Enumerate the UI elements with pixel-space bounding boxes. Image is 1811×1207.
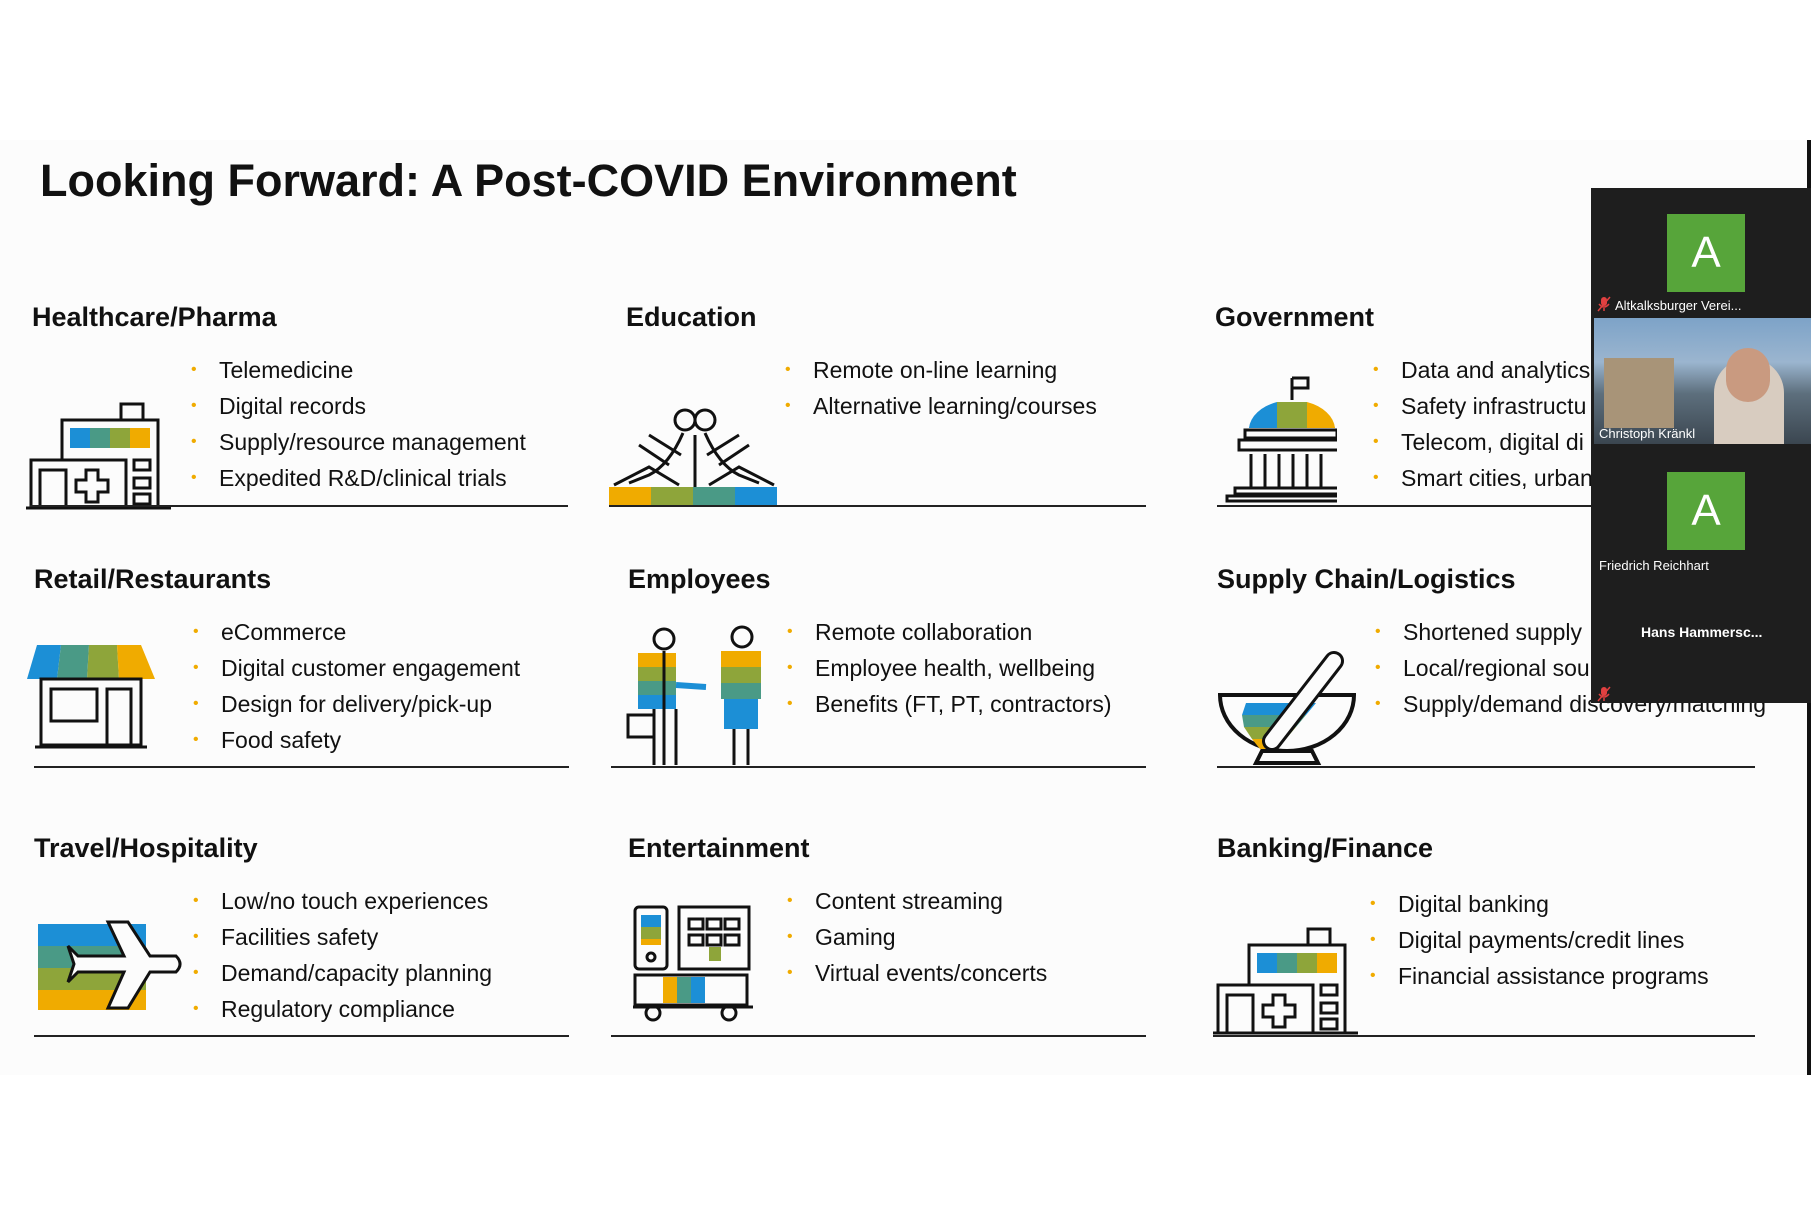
- section-title: Retail/Restaurants: [34, 564, 272, 594]
- building-silhouette: [1604, 358, 1674, 428]
- list-item: Digital customer engagement: [193, 650, 520, 686]
- section-title: Healthcare/Pharma: [32, 302, 277, 332]
- hospital-icon: [26, 400, 171, 515]
- list-item: Smart cities, urban: [1373, 460, 1593, 496]
- section-title: Entertainment: [628, 833, 810, 863]
- list-item: Safety infrastructu: [1373, 388, 1593, 424]
- supply-chain-bullets: Shortened supply Local/regional sou Supp…: [1375, 614, 1766, 722]
- list-item: eCommerce: [193, 614, 520, 650]
- list-item: Content streaming: [787, 883, 1047, 919]
- list-item: Telemedicine: [191, 352, 526, 388]
- mortar-pestle-icon: [1216, 633, 1358, 774]
- list-item: Employee health, wellbeing: [787, 650, 1112, 686]
- list-item: Data and analytics: [1373, 352, 1593, 388]
- list-item: Design for delivery/pick-up: [193, 686, 520, 722]
- entertainment-bullets: Content streaming Gaming Virtual events/…: [787, 883, 1047, 991]
- divider: [30, 505, 568, 507]
- video-feed: [1594, 318, 1811, 444]
- list-item: Food safety: [193, 722, 520, 758]
- airplane-icon: [38, 920, 184, 1019]
- divider: [1217, 766, 1755, 768]
- list-item: Remote collaboration: [787, 614, 1112, 650]
- participant-name: Hans Hammersc...: [1641, 624, 1763, 640]
- list-item: Benefits (FT, PT, contractors): [787, 686, 1112, 722]
- storefront-icon: [27, 643, 159, 756]
- list-item: Digital banking: [1370, 886, 1709, 922]
- list-item: Supply/resource management: [191, 424, 526, 460]
- government-bullets: Data and analytics Safety infrastructu T…: [1373, 352, 1593, 496]
- employees-icon: [626, 625, 776, 772]
- entertainment-icon: [633, 903, 753, 1030]
- list-item: Low/no touch experiences: [193, 883, 492, 919]
- participant-tile[interactable]: A Altkalksburger Verei...: [1591, 188, 1811, 316]
- avatar: A: [1667, 472, 1745, 550]
- list-item: Financial assistance programs: [1370, 958, 1709, 994]
- list-item: Digital records: [191, 388, 526, 424]
- list-item: Expedited R&D/clinical trials: [191, 460, 526, 496]
- list-item: Local/regional sou: [1375, 650, 1766, 686]
- list-item: Gaming: [787, 919, 1047, 955]
- divider: [34, 766, 569, 768]
- divider: [34, 1035, 569, 1037]
- divider: [609, 505, 1146, 507]
- section-title: Travel/Hospitality: [34, 833, 258, 863]
- list-item: Telecom, digital di: [1373, 424, 1593, 460]
- divider: [1217, 505, 1591, 507]
- capitol-icon: [1217, 368, 1349, 508]
- divider: [611, 766, 1146, 768]
- list-item: Alternative learning/courses: [785, 388, 1097, 424]
- section-title: Education: [626, 302, 757, 332]
- travel-bullets: Low/no touch experiences Facilities safe…: [193, 883, 492, 1027]
- participants-panel[interactable]: A Altkalksburger Verei... Christoph Krän…: [1591, 188, 1811, 703]
- avatar: A: [1667, 214, 1745, 292]
- employees-bullets: Remote collaboration Employee health, we…: [787, 614, 1112, 722]
- healthcare-bullets: Telemedicine Digital records Supply/reso…: [191, 352, 526, 496]
- bank-building-icon: [1213, 925, 1358, 1042]
- section-title: Government: [1215, 302, 1375, 332]
- list-item: Remote on-line learning: [785, 352, 1097, 388]
- person-head: [1726, 348, 1770, 402]
- divider: [611, 1035, 1146, 1037]
- list-item: Regulatory compliance: [193, 991, 492, 1027]
- banking-bullets: Digital banking Digital payments/credit …: [1370, 886, 1709, 994]
- list-item: Facilities safety: [193, 919, 492, 955]
- muted-mic-icon: [1597, 296, 1611, 317]
- participant-name: Altkalksburger Verei...: [1615, 298, 1742, 313]
- participant-name: Christoph Kränkl: [1599, 426, 1696, 441]
- participant-video-tile[interactable]: Christoph Kränkl: [1591, 318, 1811, 446]
- participant-tile[interactable]: Hans Hammersc...: [1591, 574, 1811, 703]
- slide-title: Looking Forward: A Post-COVID Environmen…: [40, 155, 1017, 206]
- muted-mic-icon: [1597, 686, 1611, 703]
- divider: [1213, 1035, 1755, 1037]
- education-bullets: Remote on-line learning Alternative lear…: [785, 352, 1097, 424]
- participant-name: Friedrich Reichhart: [1599, 558, 1709, 573]
- list-item: Virtual events/concerts: [787, 955, 1047, 991]
- participant-tile[interactable]: A Friedrich Reichhart: [1591, 446, 1811, 574]
- reading-people-icon: [609, 405, 779, 512]
- section-title: Supply Chain/Logistics: [1217, 564, 1516, 594]
- retail-bullets: eCommerce Digital customer engagement De…: [193, 614, 520, 758]
- section-title: Banking/Finance: [1217, 833, 1434, 863]
- list-item: Demand/capacity planning: [193, 955, 492, 991]
- list-item: Shortened supply: [1375, 614, 1766, 650]
- section-title: Employees: [628, 564, 771, 594]
- list-item: Digital payments/credit lines: [1370, 922, 1709, 958]
